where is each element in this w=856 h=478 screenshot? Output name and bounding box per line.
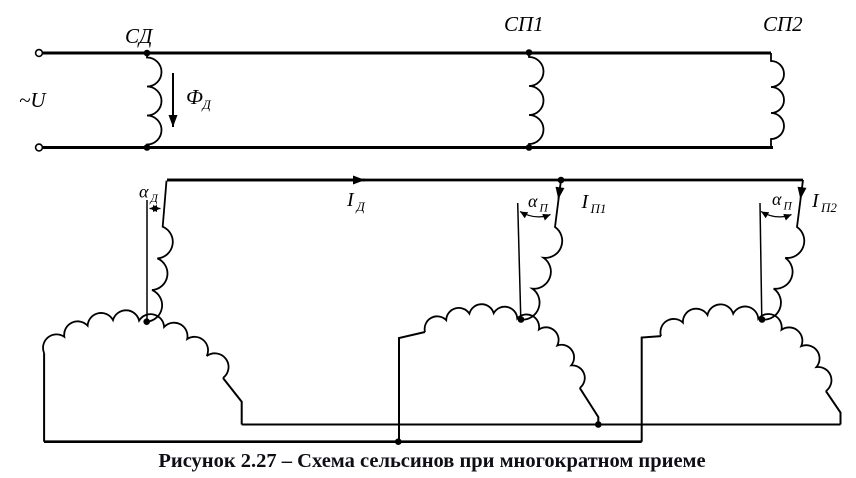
wire-right-arc-right-end — [825, 390, 842, 425]
junction-dot — [395, 438, 402, 446]
excitation-bus — [34, 48, 773, 152]
flux-label: Ф — [186, 85, 203, 109]
angle-p2-label: α — [772, 189, 782, 209]
receiver2-label: СП2 — [763, 12, 803, 36]
angle-p1-label: α — [528, 191, 538, 211]
junction-dot — [525, 144, 533, 151]
rotor-current-line — [167, 175, 803, 185]
reference-line-p2 — [759, 202, 763, 320]
current-p2-label-sub: П2 — [820, 200, 837, 215]
receiver1-label: СП1 — [504, 12, 544, 36]
wire-left-arc-right-end — [222, 377, 243, 425]
junction-dot — [525, 49, 533, 56]
wire-right-up — [640, 335, 662, 442]
coil-sp2 — [770, 53, 785, 148]
receiver2-rotor — [758, 179, 807, 323]
stator-arc-receiver2 — [659, 303, 833, 392]
junction-dot — [143, 144, 151, 151]
junction-dot — [143, 49, 151, 57]
current-p1-label: I — [581, 191, 590, 213]
current-p1-label-sub: П1 — [590, 201, 607, 216]
current-d-label: I — [346, 189, 355, 211]
rotor-coil-p2 — [761, 179, 806, 321]
angle-d-label: α — [139, 182, 149, 202]
transmitter-label: СД — [125, 24, 154, 48]
receiver1-rotor — [516, 179, 565, 323]
receiver2-excitation-coil — [770, 53, 785, 148]
transmitter-excitation-coil — [143, 49, 163, 151]
source-voltage-label: ~U — [19, 88, 47, 112]
source-terminal-top — [34, 48, 44, 58]
junction-dot — [143, 318, 150, 326]
stator-arc-transmitter — [42, 309, 230, 379]
angle-d-label-sub: Д — [150, 193, 159, 205]
rotor-coil-p1 — [520, 179, 564, 321]
flux-label-sub: Д — [201, 97, 212, 112]
angle-p2-arrow — [760, 210, 792, 221]
angle-p1-arrow — [519, 210, 551, 221]
current-d-label-sub: Д — [355, 199, 366, 214]
receiver1-excitation-coil — [525, 49, 545, 151]
source-terminal-bottom — [34, 143, 44, 152]
transmitter-rotor — [143, 180, 174, 326]
current-p2-label: I — [811, 190, 820, 212]
junction-dot — [517, 316, 525, 323]
coil-sd — [146, 53, 163, 148]
stator-wiring — [43, 331, 842, 446]
current-p2-arrow — [797, 179, 807, 200]
stator-arc-receiver1 — [423, 303, 586, 389]
wire-mid-arc-right-end — [578, 387, 600, 425]
angle-p1-label-sub: П — [539, 203, 549, 215]
coil-sp1 — [528, 52, 545, 148]
reference-line-p1 — [516, 202, 522, 320]
angle-p2-label-sub: П — [783, 201, 793, 213]
wire-mid-arc-left-end — [398, 331, 426, 442]
rotor-coil-d — [146, 180, 174, 323]
current-p1-arrow — [555, 179, 565, 200]
junction-dot — [595, 421, 602, 428]
figure-caption: Рисунок 2.27 – Схема сельсинов при много… — [158, 450, 705, 472]
